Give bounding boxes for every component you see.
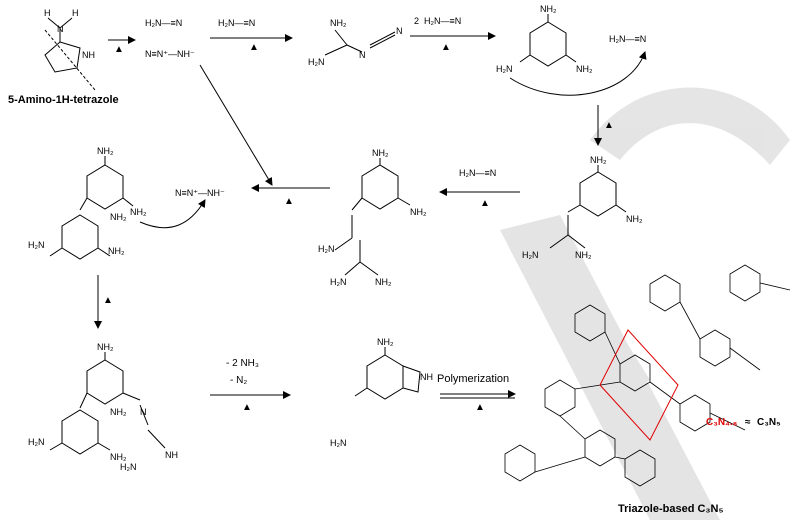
heat-symbol: ▲	[242, 402, 252, 413]
attack-arrow	[509, 51, 647, 96]
cyanamide-formula: H₂N—≡N	[609, 34, 646, 44]
cyanamide-formula: H₂N—≡N	[459, 168, 496, 178]
nh-label: NH	[165, 450, 178, 460]
n-label: N	[396, 26, 403, 36]
heat-symbol: ▲	[114, 44, 124, 55]
bis-guanyl-melamine-structure	[334, 158, 411, 276]
heat-symbol: ▲	[480, 198, 490, 209]
h2n-label: H₂N	[318, 244, 335, 254]
product-name: Triazole-based C₃N₅	[618, 503, 724, 515]
heat-symbol: ▲	[284, 196, 294, 207]
attack-arrow	[139, 199, 206, 229]
cyanamide-formula: H₂N—≡N	[424, 16, 461, 26]
two-equiv-label: 2	[414, 16, 419, 26]
heat-symbol: ▲	[604, 120, 614, 131]
nh2-label: NH₂	[372, 148, 389, 158]
cyanamide-formula: H₂N—≡N	[145, 18, 182, 28]
polymer-network	[504, 264, 791, 487]
cyanamide-formula: H₂N—≡N	[218, 18, 255, 28]
approx-symbol: ≈	[745, 417, 751, 428]
nh2-label: NH₂	[377, 337, 394, 347]
melem-precursor-structure	[49, 156, 134, 260]
melamine-structure	[519, 14, 577, 67]
nh2-label: NH₂	[110, 212, 127, 222]
ideal-formula: C₃N₅	[757, 417, 781, 428]
nh2-label: NH₂	[576, 64, 593, 74]
elim-n2-label: - N₂	[230, 375, 247, 386]
nh2-label: NH₂	[410, 207, 427, 217]
nh-label: NH	[82, 50, 95, 60]
h2n-label: H₂N	[120, 462, 137, 472]
nh-label: NH	[420, 372, 433, 382]
nh2-label: NH₂	[108, 246, 125, 256]
nh2-label: NH₂	[110, 407, 127, 417]
triazolo-triazine-structure	[354, 347, 421, 400]
start-compound-name: 5-Amino-1H-tetrazole	[8, 94, 119, 106]
nh2-label: NH₂	[540, 4, 557, 14]
hydrazoic-acid-formula: N≡N⁺—NH⁻	[175, 188, 225, 198]
h2n-label: H₂N	[522, 250, 539, 260]
azido-melamine-structure	[49, 352, 166, 455]
watermark	[500, 87, 790, 520]
heat-symbol: ▲	[475, 402, 485, 413]
melamine-guanidine-structure	[549, 165, 627, 249]
hydrazoic-acid-formula: N≡N⁺—NH⁻	[145, 49, 195, 59]
heat-symbol: ▲	[249, 42, 259, 53]
nh2-label: NH₂	[626, 214, 643, 224]
n-label: N	[140, 407, 147, 417]
h-label: H	[72, 8, 79, 18]
measured-formula: C₃N₄.₈	[706, 417, 738, 428]
dicyandiamide-structure	[324, 29, 396, 56]
nh2-label: NH₂	[97, 342, 114, 352]
nh2-label: NH₂	[590, 155, 607, 165]
n-label: N	[359, 50, 366, 60]
h2n-label: H₂N	[330, 277, 347, 287]
heat-symbol: ▲	[103, 295, 113, 306]
heat-symbol: ▲	[441, 42, 451, 53]
azide-arrow	[199, 64, 273, 186]
nh2-label: NH₂	[375, 277, 392, 287]
nh2-label: NH₂	[110, 452, 127, 462]
h2n-label: H₂N	[330, 438, 347, 448]
nh2-label: NH₂	[97, 146, 114, 156]
polymerization-label: Polymerization	[437, 373, 509, 385]
h2n-label: H₂N	[28, 437, 45, 447]
h2n-label: H₂N	[496, 64, 513, 74]
nh2-label: NH₂	[575, 250, 592, 260]
nh2-label: NH₂	[330, 18, 347, 28]
aminotetrazole-structure	[44, 17, 96, 91]
nh2-label: NH₂	[130, 207, 147, 217]
h2n-label: H₂N	[308, 57, 325, 67]
h-label: H	[44, 8, 51, 18]
n-label: N	[57, 24, 64, 34]
h2n-label: H₂N	[28, 240, 45, 250]
elim-nh3-label: - 2 NH₃	[226, 358, 259, 369]
unit-cell-highlight	[599, 329, 679, 441]
